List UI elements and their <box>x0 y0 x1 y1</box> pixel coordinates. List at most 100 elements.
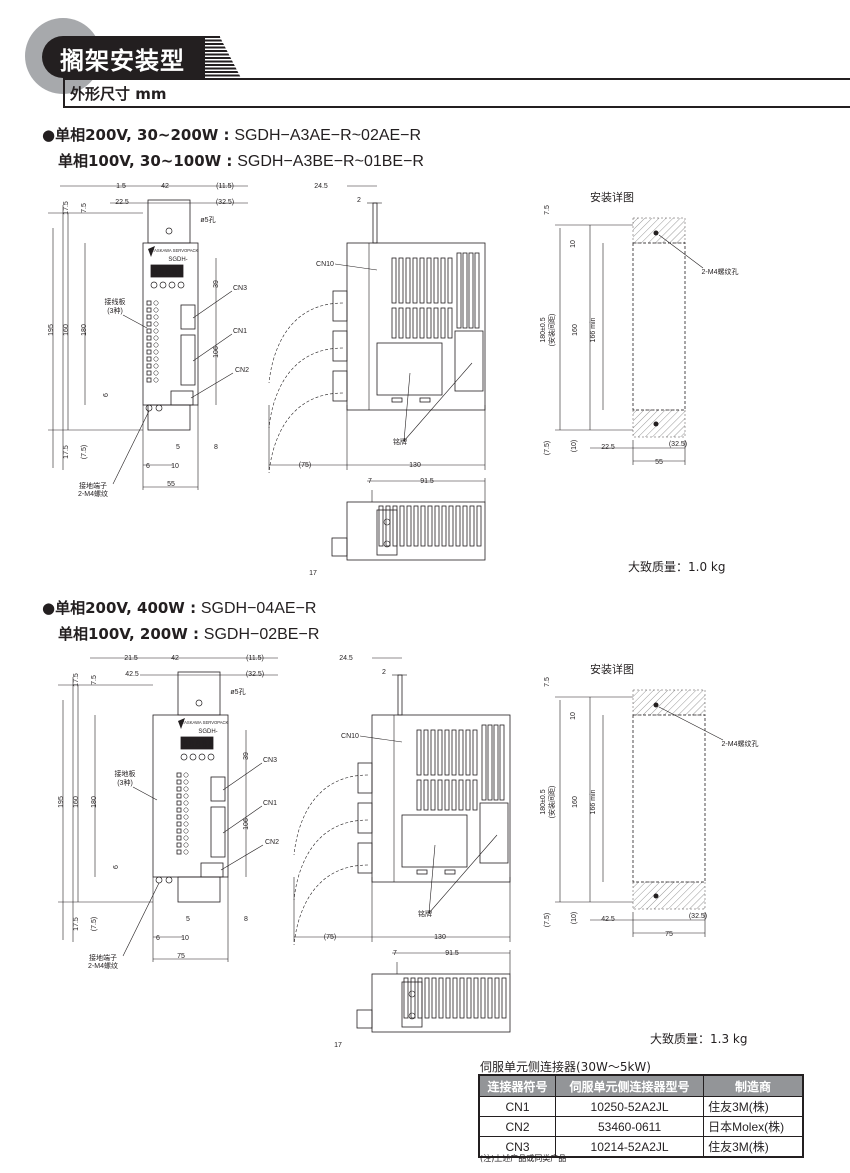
panel-button-icon <box>150 281 158 289</box>
cell-symbol: CN1 <box>478 1096 556 1117</box>
terminal-block <box>146 321 152 327</box>
fin-slot <box>441 505 447 547</box>
dimension-label: 106 <box>243 818 250 830</box>
dimension-label: 180 <box>91 796 98 808</box>
callout-terminal-board-types: (3种) <box>117 778 133 787</box>
dimension-label: (10) <box>571 440 578 452</box>
cell-symbol: CN2 <box>478 1116 556 1137</box>
terminal-screw-icon <box>183 849 189 855</box>
dimension-label: 91.5 <box>420 478 434 485</box>
terminal-screw-icon <box>183 800 189 806</box>
side-connector <box>357 762 373 794</box>
dimension-label: 铭牌 <box>393 437 407 446</box>
fin-slot <box>427 505 433 547</box>
dimension-label: 2 <box>357 197 361 204</box>
dimension-label: 195 <box>48 324 55 336</box>
vent-slot <box>456 252 462 329</box>
hatched-mount-area <box>632 217 686 244</box>
top-connector <box>331 537 348 557</box>
cn3-connector <box>210 776 226 802</box>
mounting-plate-bottom <box>177 876 221 903</box>
terminal-screw-icon <box>183 793 189 799</box>
vent-slot <box>437 729 443 776</box>
hatched-mount-area <box>632 689 706 716</box>
dimension-label: 166 min <box>590 789 597 814</box>
connector-table-title: 伺服单元侧连接器(30W～5kW) <box>480 1060 651 1074</box>
vent-slot <box>472 729 478 776</box>
vent-slot <box>444 729 450 776</box>
vent-slot <box>458 729 464 776</box>
dimension-label: (安装间距) <box>547 786 556 819</box>
dimension-label: 39 <box>213 280 220 288</box>
callout-leader <box>190 372 234 399</box>
dimension-label: 42 <box>161 183 169 190</box>
dimension-label: 39 <box>243 752 250 760</box>
cell-maker: 日本Molex(株) <box>703 1116 804 1137</box>
terminal-screw-icon <box>183 814 189 820</box>
callout-cn3: CN3 <box>263 757 277 764</box>
callout-leader <box>192 333 233 362</box>
terminal-block <box>146 314 152 320</box>
fin-slot <box>392 505 398 547</box>
fin-slot <box>385 505 391 547</box>
terminal-screw-icon <box>153 349 159 355</box>
servopack-top-body <box>346 501 486 561</box>
dimension-label: 7.5 <box>544 205 551 215</box>
cable-outline <box>268 392 344 474</box>
side-connector <box>332 370 348 402</box>
dimension-label: 180±0.5 <box>540 317 547 342</box>
vent-slot <box>499 724 505 801</box>
cell-model: 10214-52A2JL <box>554 1136 705 1158</box>
terminal-block <box>176 842 182 848</box>
terminal-screw-icon <box>183 835 189 841</box>
vent-slot <box>487 724 493 801</box>
vent-slot <box>416 729 422 776</box>
callout-cn1: CN1 <box>263 800 277 807</box>
vent-slot <box>451 729 457 776</box>
mounting-plate-top <box>177 671 221 716</box>
vent-slot <box>391 307 397 339</box>
led-digit: 8 <box>202 739 207 749</box>
led-digit: 8 <box>165 267 170 277</box>
vent-slot <box>398 307 404 339</box>
side-slot <box>391 397 403 403</box>
dimension-label: 1.5 <box>116 183 126 190</box>
panel-brand-text: YASKAWA SERVOPACK <box>152 248 199 253</box>
fin-slot <box>413 505 419 547</box>
vent-slot <box>419 307 425 339</box>
cell-symbol: CN3 <box>478 1136 556 1158</box>
dimension-label: 8 <box>244 916 248 923</box>
nameplate <box>376 342 443 396</box>
callout-leader <box>658 234 704 269</box>
dimension-label: 17.5 <box>73 673 80 687</box>
dimension-label: 5 <box>176 444 180 451</box>
terminal-block <box>176 800 182 806</box>
fin-slot <box>399 505 405 547</box>
callout-cn1: CN1 <box>233 328 247 335</box>
dimension-label: 6 <box>146 463 150 470</box>
page-title: 搁架安装型 <box>60 47 185 75</box>
servopack-side-body <box>371 714 511 883</box>
dimension-label: 8 <box>214 444 218 451</box>
install-detail-title: 安装详图 <box>590 190 634 204</box>
dimension-label: 6 <box>103 393 110 397</box>
hatched-mount-area <box>632 881 706 910</box>
terminal-block <box>146 300 152 306</box>
fin-slot <box>424 977 430 1019</box>
callout-cn2: CN2 <box>235 367 249 374</box>
vent-slot <box>451 779 457 811</box>
weight-label: 大致质量：1.0 kg <box>628 560 726 574</box>
callout-cn3: CN3 <box>233 285 247 292</box>
dimension-label: (7.5) <box>81 445 88 459</box>
column-header: 连接器符号 <box>478 1074 556 1097</box>
cn1-connector <box>210 806 226 858</box>
dimension-label: 22.5 <box>601 444 615 451</box>
led-digit: 8 <box>172 267 177 277</box>
fin-slot <box>438 977 444 1019</box>
callout-leader <box>658 706 724 741</box>
cell-maker: 住友3M(株) <box>703 1136 804 1158</box>
